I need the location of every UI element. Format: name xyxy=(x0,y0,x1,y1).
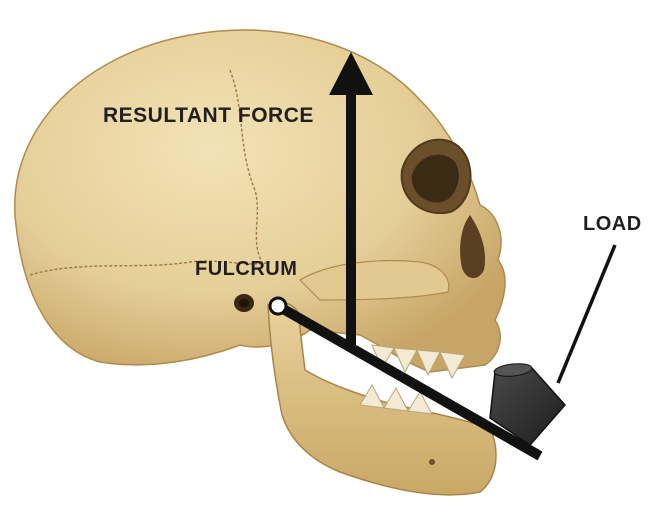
resultant-force-label: RESULTANT FORCE xyxy=(103,104,314,128)
fulcrum-label: FULCRUM xyxy=(195,258,297,281)
load-label: LOAD xyxy=(583,213,642,236)
fulcrum-marker xyxy=(270,298,286,314)
load-pointer-line xyxy=(558,245,615,383)
